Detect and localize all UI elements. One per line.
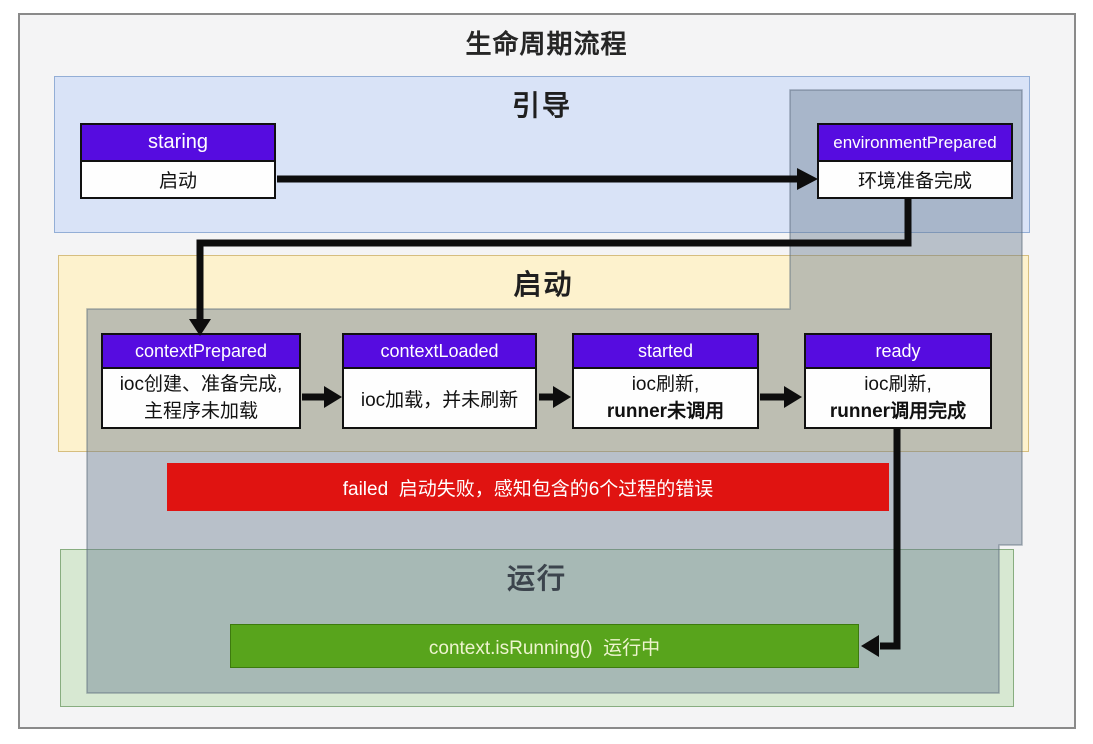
node-ready-desc-line2: runner调用完成 xyxy=(829,401,967,422)
node-context-prepared-desc-line2: 主程序未加载 xyxy=(143,401,258,422)
node-ready-desc-line1: ioc刷新, xyxy=(864,374,932,395)
section-running-title: 运行 xyxy=(506,563,567,594)
node-context-prepared-name: contextPrepared xyxy=(103,335,299,369)
node-ready-name: ready xyxy=(806,335,990,369)
section-startup-title: 启动 xyxy=(513,269,574,300)
node-context-loaded-name: contextLoaded xyxy=(344,335,535,369)
node-context-loaded-desc: ioc加载，并未刷新 xyxy=(344,369,535,427)
node-context-prepared: contextPrepared ioc创建、准备完成, 主程序未加载 xyxy=(101,333,301,429)
node-staring-desc: 启动 xyxy=(82,162,274,197)
failed-status-bar: failed 启动失败，感知包含的6个过程的错误 xyxy=(167,463,889,511)
node-context-loaded: contextLoaded ioc加载，并未刷新 xyxy=(342,333,537,429)
node-staring: staring 启动 xyxy=(80,123,276,199)
node-started-desc-line1: ioc刷新, xyxy=(631,374,700,395)
node-staring-name: staring xyxy=(82,125,274,162)
node-started-name: started xyxy=(574,335,757,369)
node-environment-prepared: environmentPrepared 环境准备完成 xyxy=(817,123,1013,199)
running-status-bar: context.isRunning() 运行中 xyxy=(230,624,859,668)
node-environment-prepared-name: environmentPrepared xyxy=(819,125,1011,162)
section-boot-title: 引导 xyxy=(511,90,572,121)
node-started: started ioc刷新, runner未调用 xyxy=(572,333,759,429)
node-ready: ready ioc刷新, runner调用完成 xyxy=(804,333,992,429)
page-title: 生命周期流程 xyxy=(465,29,628,59)
node-context-prepared-desc-line1: ioc创建、准备完成, xyxy=(119,374,283,395)
node-started-desc-line2: runner未调用 xyxy=(606,401,725,422)
node-environment-prepared-desc: 环境准备完成 xyxy=(819,162,1011,197)
